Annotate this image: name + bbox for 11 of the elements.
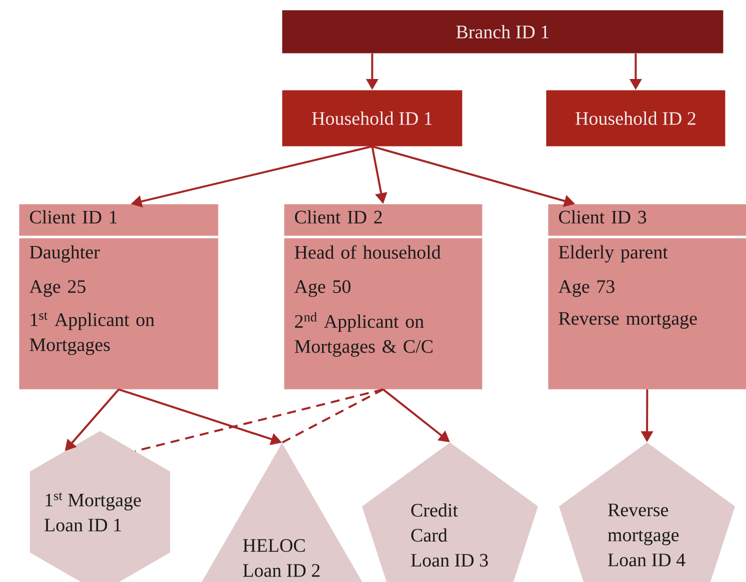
- loan-hexagon: 1$^{st}$ Mortgage Loan ID 1: [30, 431, 170, 582]
- client-card: Client ID 3 Elderly parent Age 73 Reverse mortgage: [548, 204, 746, 390]
- client-card: Client ID 1 Daughter Age 25 1$^{st}$ Applicant on Mortgages: [19, 204, 218, 390]
- branch-box: Branch ID 1: [282, 10, 724, 54]
- dashed-line: [282, 388, 384, 444]
- household-box: Household ID 1: [282, 90, 462, 146]
- loan-pentagon: Credit Card Loan ID 3: [362, 442, 538, 582]
- loan-pentagon: Reverse mortgage Loan ID 4: [559, 442, 735, 582]
- dashed-line: [134, 388, 384, 452]
- household-box: Household ID 2: [546, 90, 726, 146]
- client-card: Client ID 2 Head of household Age 50 2$^{nd}$ Applicant on Mortgages & C/C: [284, 204, 482, 390]
